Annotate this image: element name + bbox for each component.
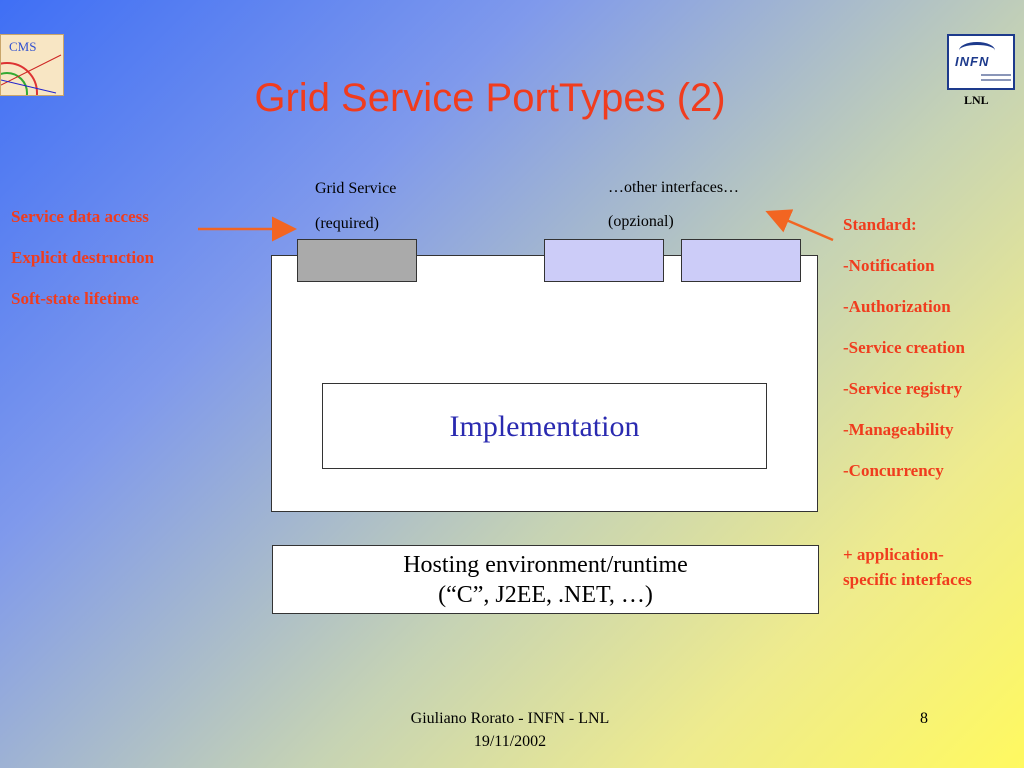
implementation-label: Implementation bbox=[449, 410, 640, 443]
infn-logo-subline bbox=[981, 74, 1011, 76]
footer-author: Giuliano Rorato - INFN - LNL bbox=[410, 710, 610, 727]
right-heading: Standard: bbox=[843, 215, 917, 234]
right-standard-list: Standard: -Notification -Authorization -… bbox=[843, 215, 965, 481]
right-item: -Notification bbox=[843, 256, 935, 275]
cms-logo-text: CMS bbox=[9, 39, 37, 54]
infn-logo: INFN bbox=[947, 34, 1015, 90]
other-interface-port bbox=[681, 239, 801, 282]
right-item: -Service registry bbox=[843, 379, 963, 398]
right-extra-note: + application- specific interfaces bbox=[843, 545, 972, 590]
grid-service-sublabel: (required) bbox=[315, 215, 379, 232]
hosting-line1: Hosting environment/runtime bbox=[403, 552, 688, 578]
left-item: Explicit destruction bbox=[11, 248, 155, 267]
right-item: -Manageability bbox=[843, 420, 954, 439]
implementation-box: Implementation bbox=[322, 383, 767, 469]
infn-arc-icon bbox=[959, 42, 995, 59]
lnl-caption: LNL bbox=[964, 93, 989, 107]
infn-logo-mark: INFN bbox=[955, 54, 990, 69]
infn-logo-subline bbox=[981, 79, 1011, 81]
other-interfaces-sublabel: (opzional) bbox=[608, 213, 674, 230]
cms-logo: CMS bbox=[0, 34, 64, 96]
grid-service-label: Grid Service bbox=[315, 180, 397, 197]
left-item: Service data access bbox=[11, 207, 149, 226]
hosting-box: Hosting environment/runtime (“C”, J2EE, … bbox=[272, 545, 819, 614]
cms-detector-graphic bbox=[1, 54, 62, 95]
page-number: 8 bbox=[920, 710, 928, 727]
left-feature-list: Service data access Explicit destruction… bbox=[11, 207, 154, 309]
right-item: -Concurrency bbox=[843, 461, 944, 480]
hosting-line2: (“C”, J2EE, .NET, …) bbox=[438, 582, 653, 608]
right-arrow bbox=[765, 209, 834, 242]
other-interface-port bbox=[544, 239, 664, 282]
left-item: Soft-state lifetime bbox=[11, 289, 139, 308]
footer-date: 19/11/2002 bbox=[473, 733, 547, 750]
other-interfaces-label: …other interfaces… bbox=[608, 179, 740, 196]
slide-title: Grid Service PortTypes (2) bbox=[254, 76, 726, 120]
grid-service-port bbox=[297, 239, 417, 282]
right-extra-line1: + application- bbox=[843, 545, 944, 564]
right-item: -Authorization bbox=[843, 297, 951, 316]
right-item: -Service creation bbox=[843, 338, 965, 357]
right-extra-line2: specific interfaces bbox=[843, 570, 972, 589]
